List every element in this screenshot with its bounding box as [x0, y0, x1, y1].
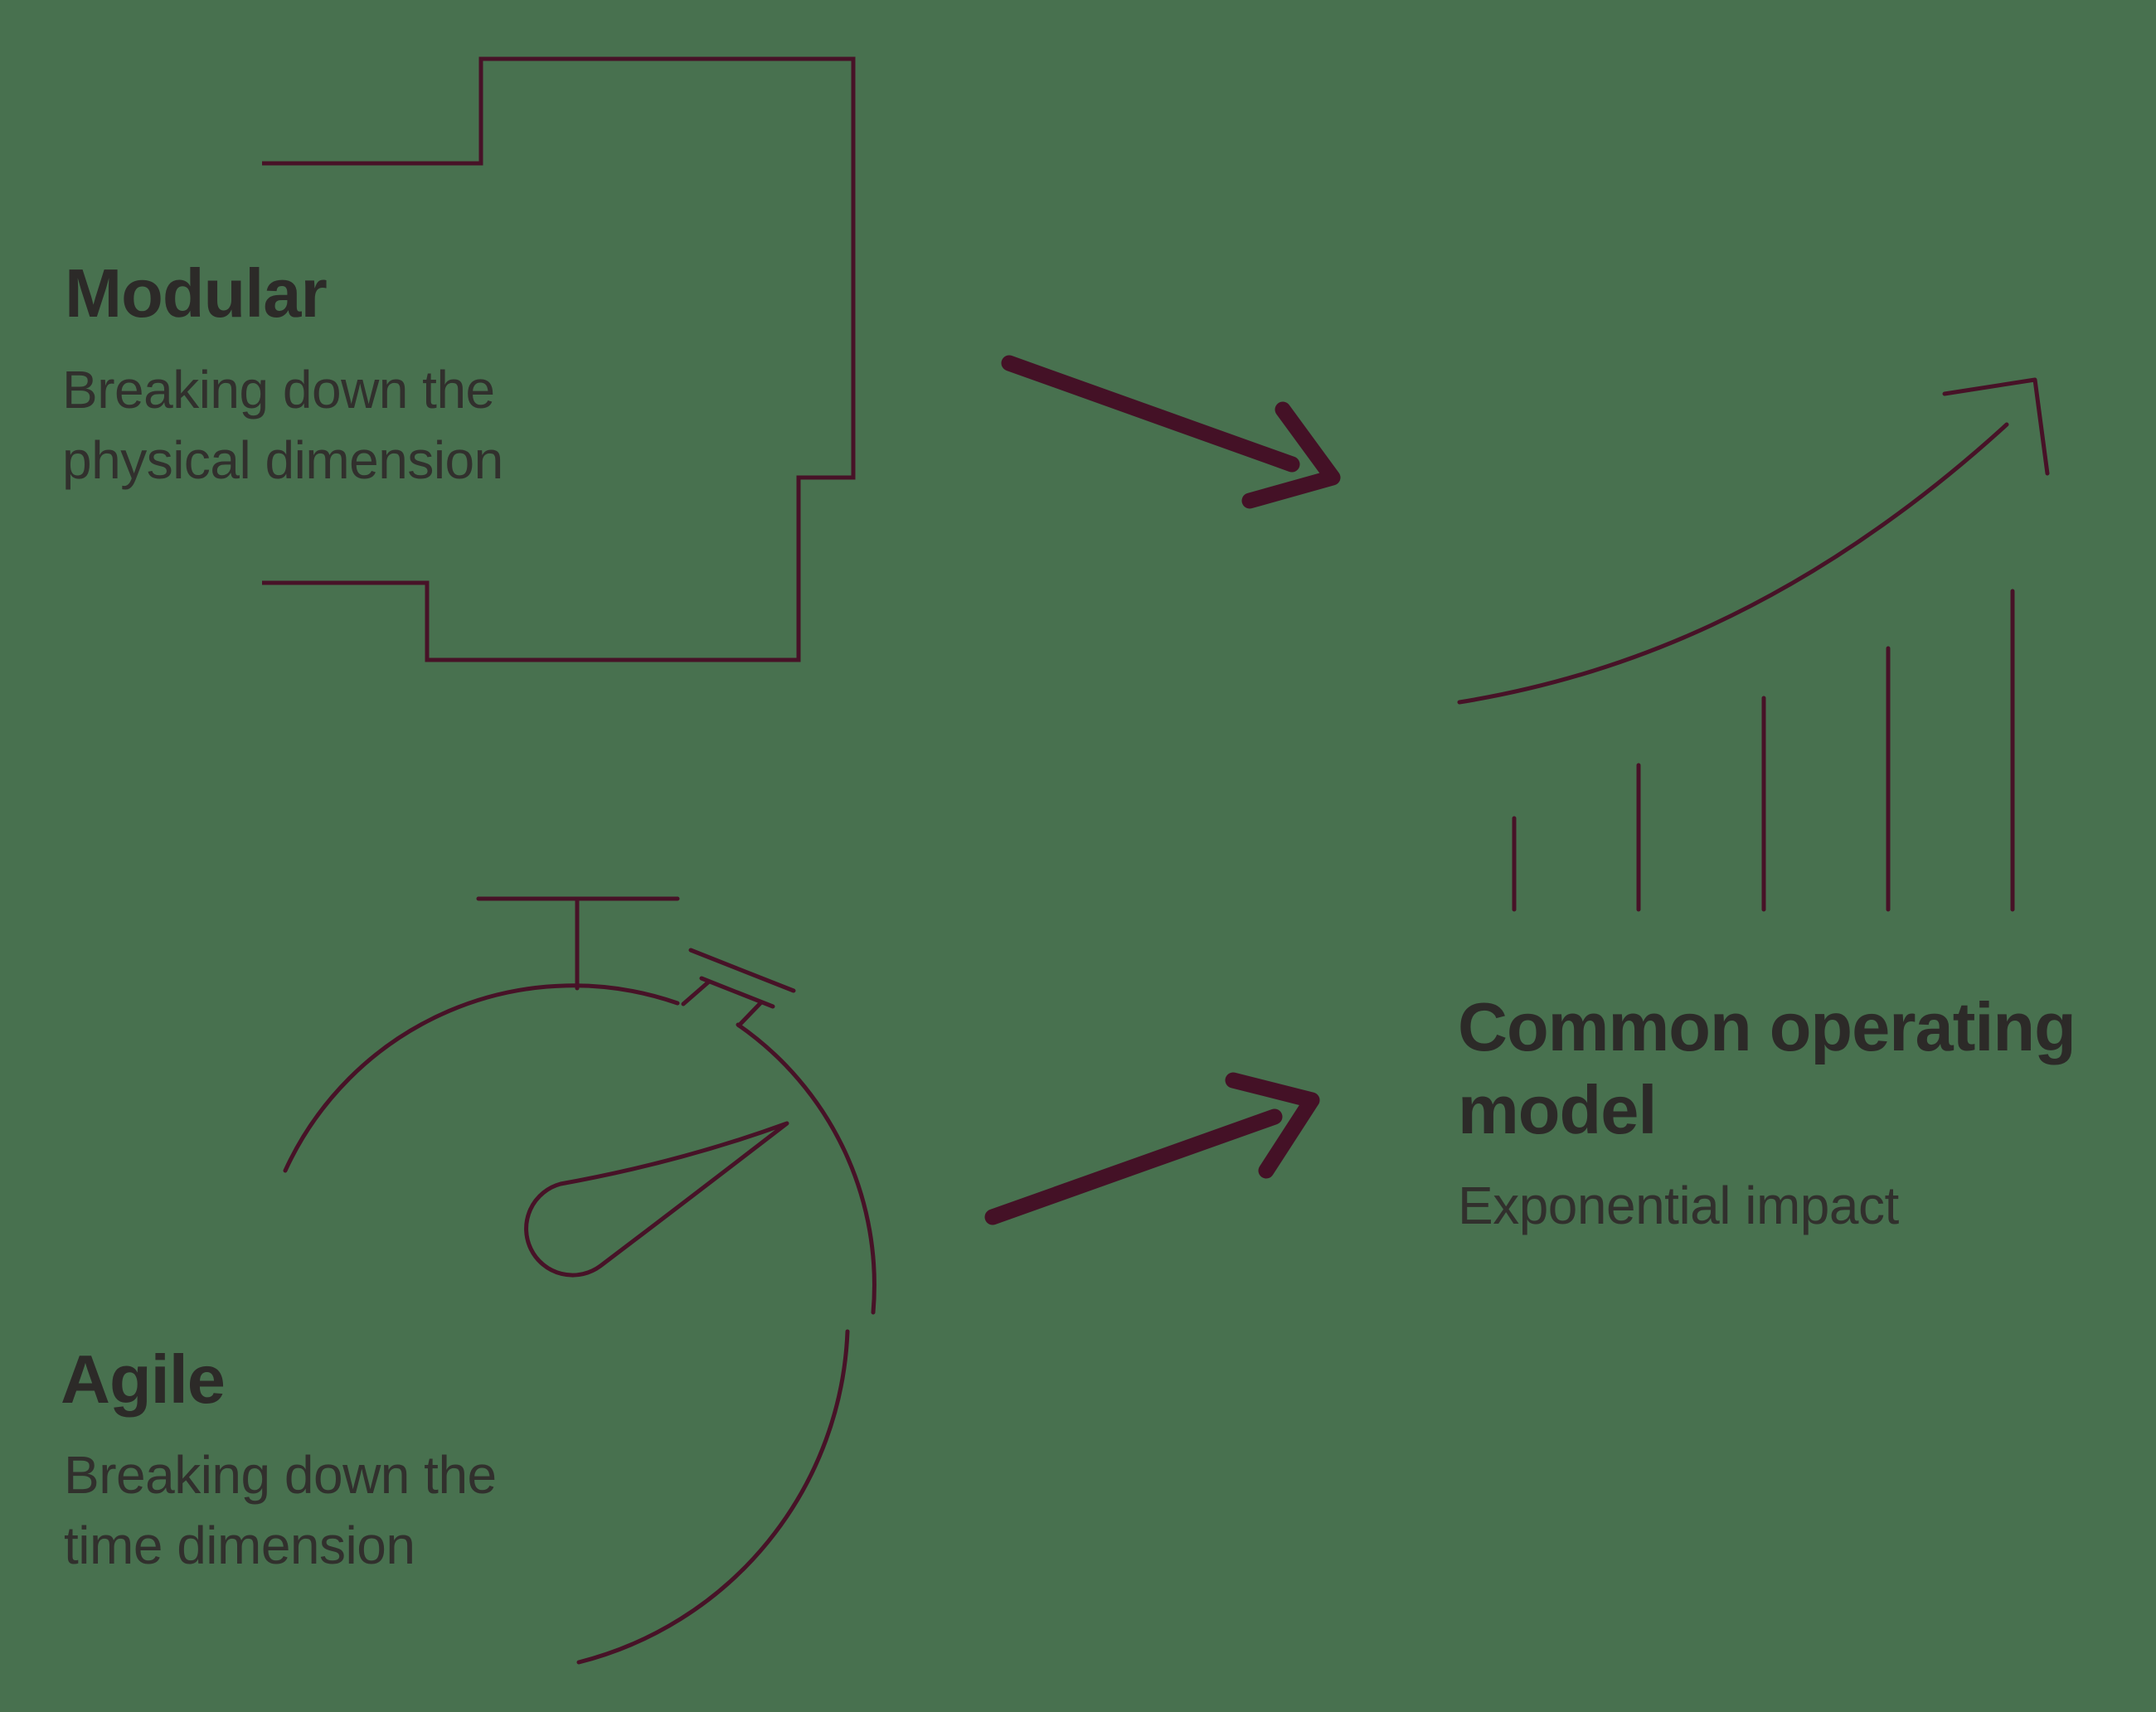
arrow-up-right-icon [984, 1072, 1320, 1225]
top-arrow-head [1241, 401, 1341, 509]
stopwatch-body-arc-right [736, 1022, 876, 1315]
outcome-title: Common operating model [1458, 986, 2076, 1152]
agile-subtitle-line-1: Breaking down the [64, 1445, 497, 1505]
stopwatch-side-button-cap [688, 948, 796, 993]
agile-subtitle-line-2: time dimension [64, 1516, 415, 1575]
growth-chart-icon [1457, 377, 2050, 912]
bottom-arrow-head [1225, 1072, 1320, 1179]
modular-title: Modular [65, 255, 328, 332]
outcome-title-line-2: model [1458, 1071, 1657, 1148]
growth-curve [1457, 422, 2009, 705]
stopwatch-side-button-stem-right [736, 1000, 764, 1028]
stopwatch-needle [524, 1121, 789, 1278]
stopwatch-side-button-stem-left [681, 979, 711, 1006]
module-outline-path [262, 56, 856, 662]
modular-subtitle-line-1: Breaking down the [62, 360, 495, 420]
modular-subtitle: Breaking down the physical dimension [62, 355, 503, 496]
stopwatch-body-arc-left [283, 983, 680, 1173]
arrow-down-right-icon [1001, 355, 1341, 509]
module-outline-icon [262, 56, 856, 662]
top-arrow-shaft [1001, 355, 1300, 473]
stopwatch-body-arc-bottom [576, 1329, 850, 1665]
outcome-title-line-1: Common operating [1458, 988, 2076, 1065]
stopwatch-icon [283, 896, 876, 1665]
agile-title: Agile [61, 1341, 226, 1418]
growth-curve-arrowhead [1942, 377, 2050, 476]
bottom-arrow-shaft [984, 1108, 1283, 1225]
outcome-subtitle: Exponential impact [1458, 1176, 1899, 1235]
agile-subtitle: Breaking down the time dimension [64, 1440, 497, 1581]
modular-subtitle-line-2: physical dimension [62, 430, 503, 490]
